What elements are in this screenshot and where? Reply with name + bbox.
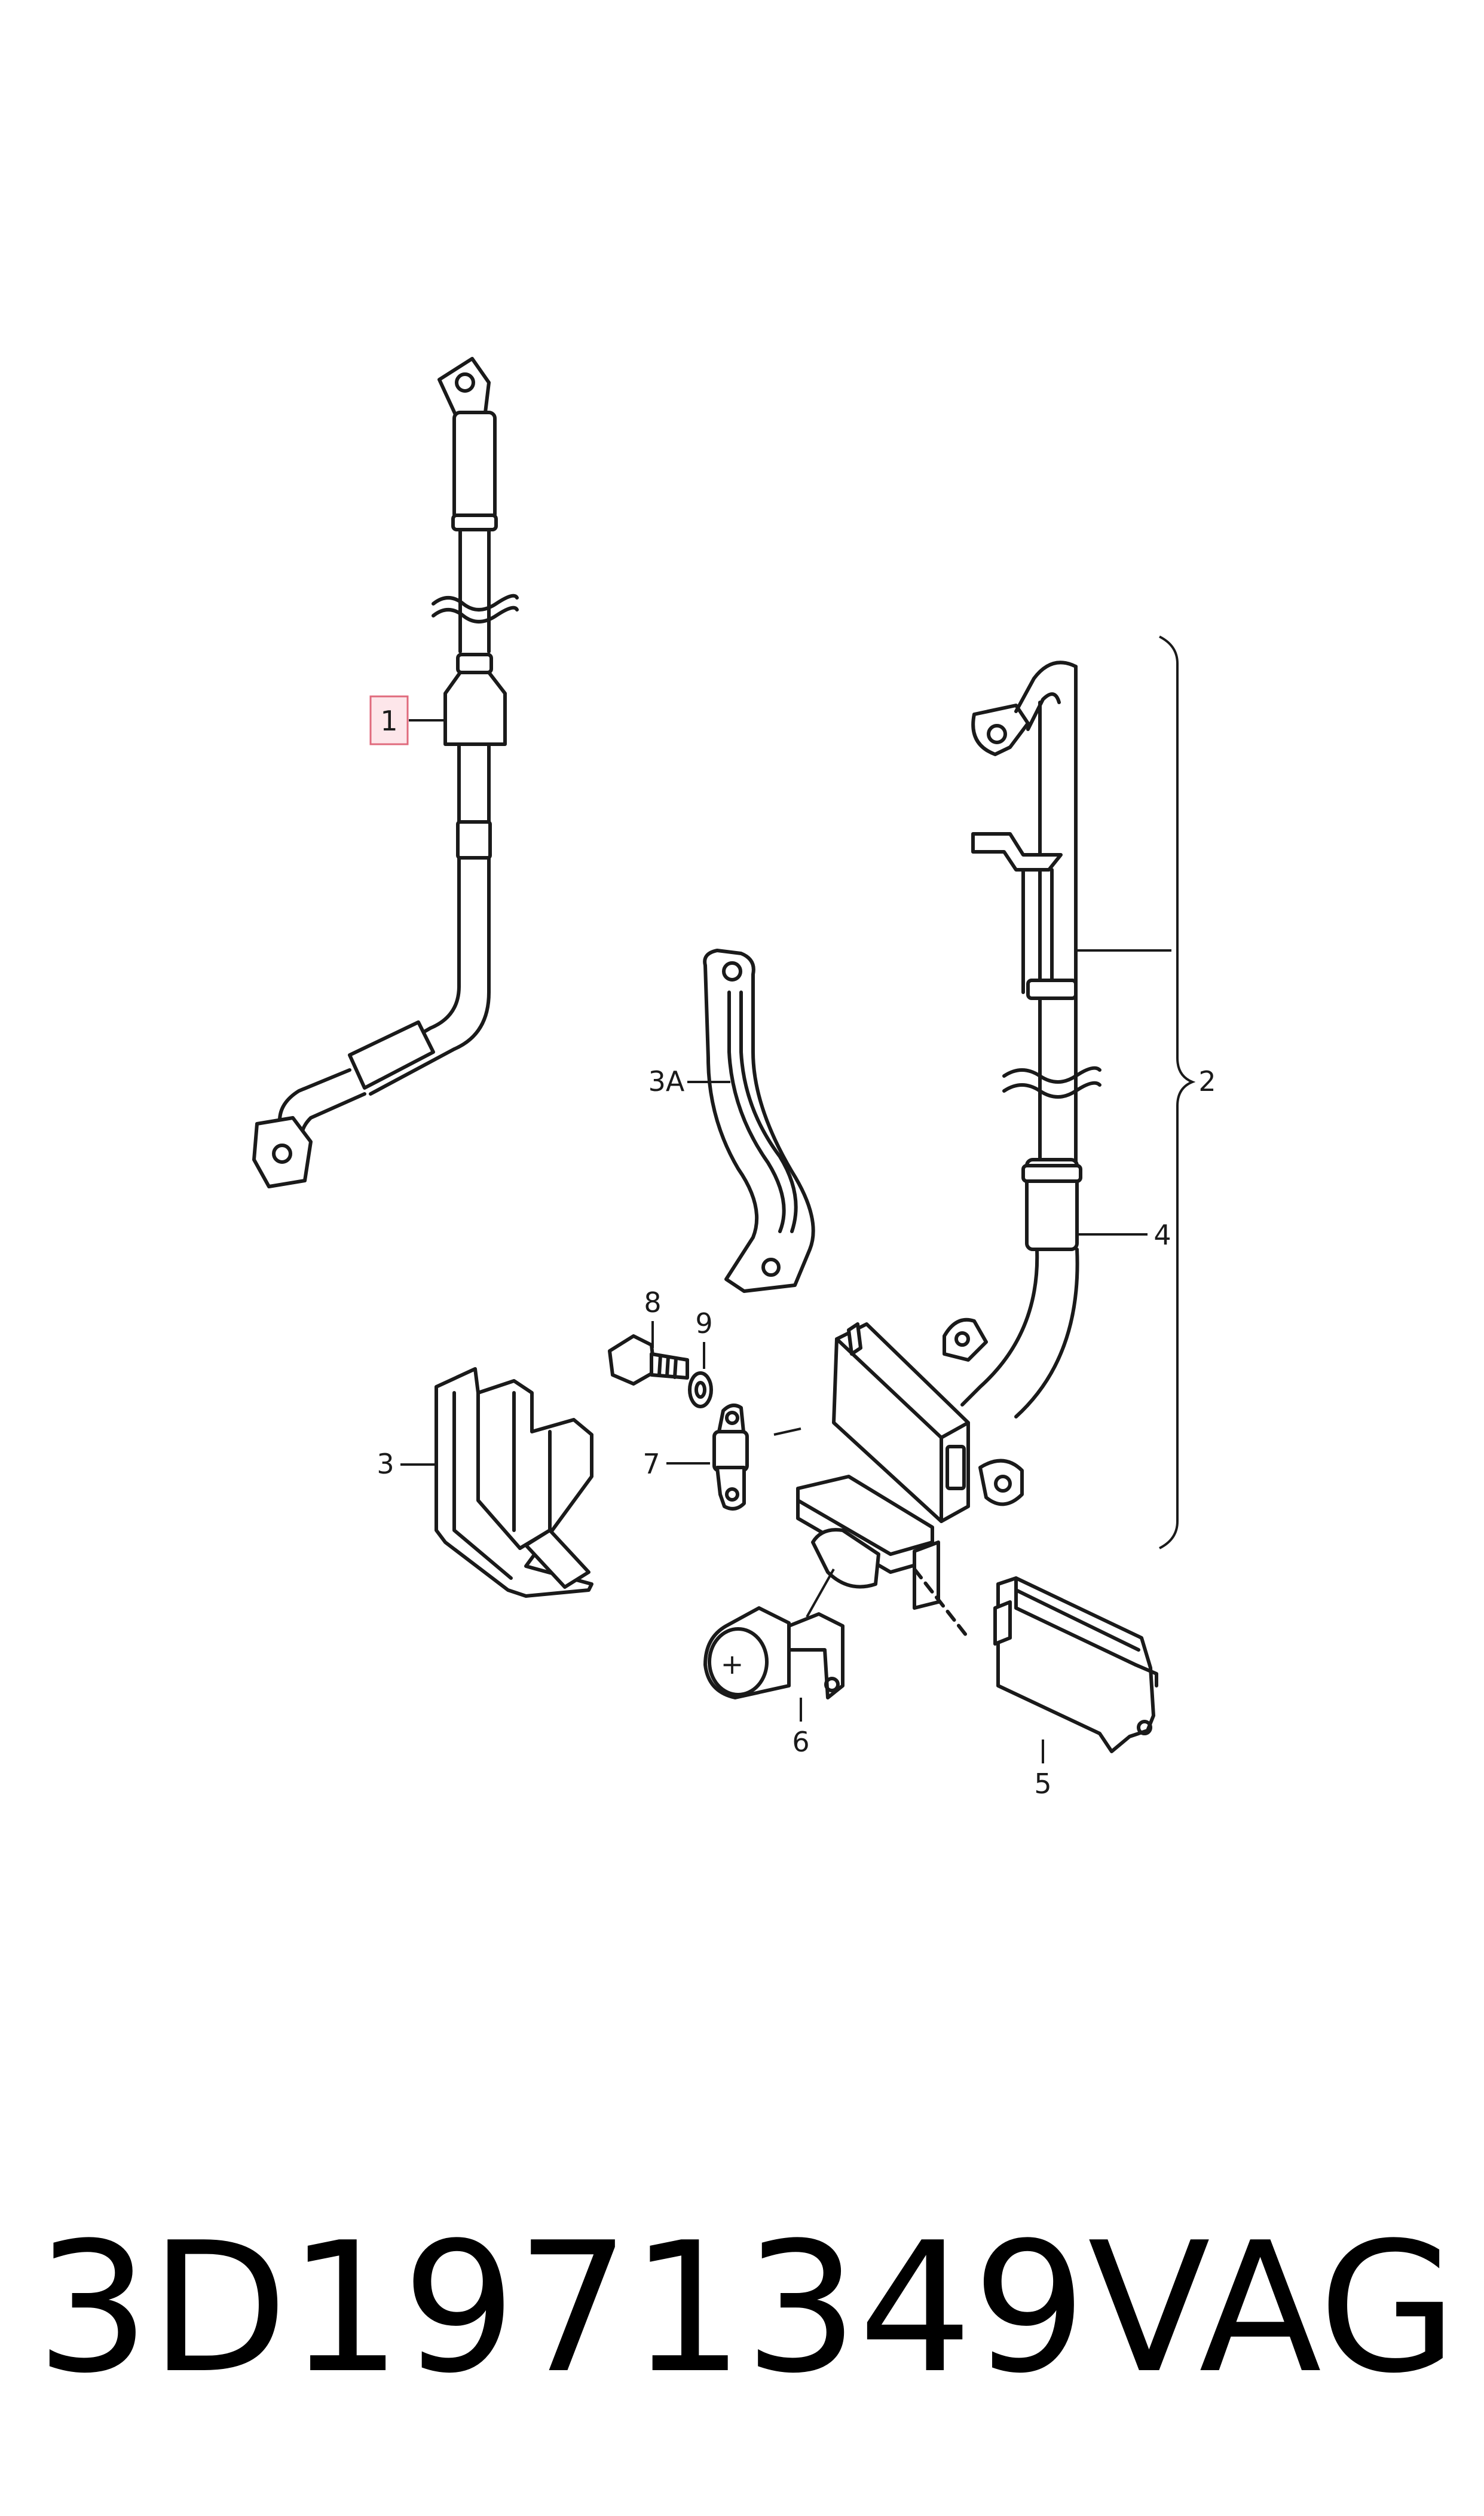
part-3-holder[interactable]	[435, 1367, 593, 1598]
callout-3a-label: 3A	[648, 1065, 685, 1097]
callout-3[interactable]: 3	[377, 1448, 436, 1480]
callout-6-label: 6	[792, 1726, 809, 1758]
callout-9[interactable]: 9	[695, 1307, 713, 1369]
footer-brand: VAG	[1088, 2204, 1457, 2413]
callout-4[interactable]: 4	[1079, 1219, 1171, 1251]
callout-1[interactable]: 1	[369, 695, 447, 745]
callout-5[interactable]: 5	[1034, 1740, 1052, 1800]
callout-3a[interactable]: 3A	[648, 1065, 730, 1097]
part-3a-bracket[interactable]	[703, 949, 815, 1293]
callout-6[interactable]: 6	[792, 1698, 810, 1758]
part-5-cover[interactable]	[993, 1576, 1158, 1753]
callout-1-highlight	[369, 695, 409, 745]
callout-8-label: 8	[644, 1286, 661, 1319]
callout-2-label: 2	[1198, 1065, 1216, 1097]
part-1-ground-cable[interactable]	[252, 357, 519, 1188]
callout-4-label: 4	[1153, 1219, 1171, 1251]
callout-8[interactable]: 8	[644, 1286, 662, 1348]
part-6-cap[interactable]: +	[703, 1569, 844, 1699]
part-6-plus-symbol: +	[721, 1648, 744, 1680]
part-2-battery-cable[interactable]	[960, 661, 1101, 1419]
battery-module[interactable]	[773, 1317, 1024, 1640]
footer-part-number: 3D1971349	[36, 2204, 1087, 2413]
part-8-bolt[interactable]	[608, 1334, 689, 1386]
callout-7-label: 7	[642, 1448, 660, 1480]
callout-3-label: 3	[377, 1448, 394, 1480]
callout-2-brace	[1159, 635, 1196, 1549]
callout-1-label: 1	[380, 705, 397, 737]
callout-9-label: 9	[695, 1307, 712, 1340]
callout-5-label: 5	[1034, 1768, 1051, 1800]
part-7-clip[interactable]	[712, 1404, 749, 1511]
part-6-leader-up	[806, 1569, 835, 1618]
callout-2[interactable]: 2	[1076, 635, 1216, 1549]
part-9-washer[interactable]	[688, 1371, 713, 1408]
callout-7[interactable]: 7	[642, 1448, 710, 1480]
module-leader	[773, 1427, 801, 1436]
